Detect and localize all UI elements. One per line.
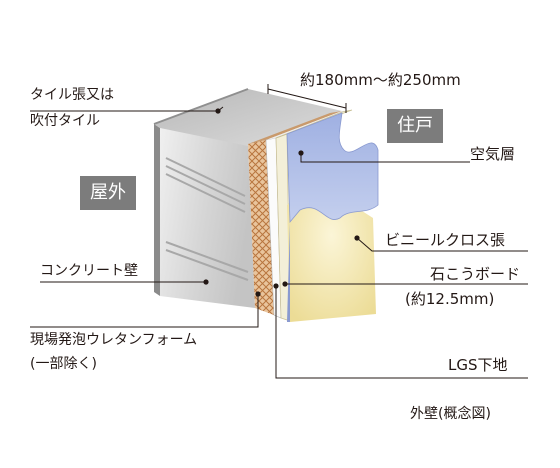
indoor-tag: 住戸 <box>387 109 443 143</box>
tile-label-line1: タイル張又は <box>30 87 114 103</box>
air-layer-label: 空気層 <box>470 145 516 163</box>
dot-tile <box>215 108 221 114</box>
foam-label-line2: (一部除く) <box>30 356 97 372</box>
tile-finish-edge <box>154 124 160 296</box>
foam-label-line1: 現場発泡ウレタンフォーム <box>30 332 198 348</box>
gypsum-label: 石こうボード <box>430 265 521 283</box>
urethane-foam-layer <box>248 140 274 315</box>
dot-air-layer <box>298 150 304 156</box>
tile-label-line2: 吹付タイル <box>30 113 100 129</box>
concrete-top-face <box>154 89 342 146</box>
thickness-dimension-line <box>267 88 347 109</box>
dot-gypsum <box>282 281 288 287</box>
thickness-label: 約180mm〜約250mm <box>300 71 461 89</box>
leader-lines <box>30 106 528 379</box>
lgs-label: LGS下地 <box>448 356 508 374</box>
dot-foam <box>255 291 261 297</box>
dot-concrete <box>203 279 209 285</box>
vinyl-cloth <box>286 112 379 224</box>
concrete-grain <box>165 157 249 281</box>
gypsum-board <box>287 178 376 322</box>
vinyl-cloth-label: ビニールクロス張 <box>385 231 506 249</box>
caption: 外壁(概念図) <box>410 406 491 422</box>
concrete-front-face <box>160 128 255 308</box>
outdoor-tag: 屋外 <box>80 176 136 210</box>
dot-vinyl <box>354 235 360 241</box>
gypsum-thickness-label: (約12.5mm) <box>405 290 495 308</box>
concrete-label: コンクリート壁 <box>40 263 138 279</box>
dot-lgs <box>273 283 279 289</box>
